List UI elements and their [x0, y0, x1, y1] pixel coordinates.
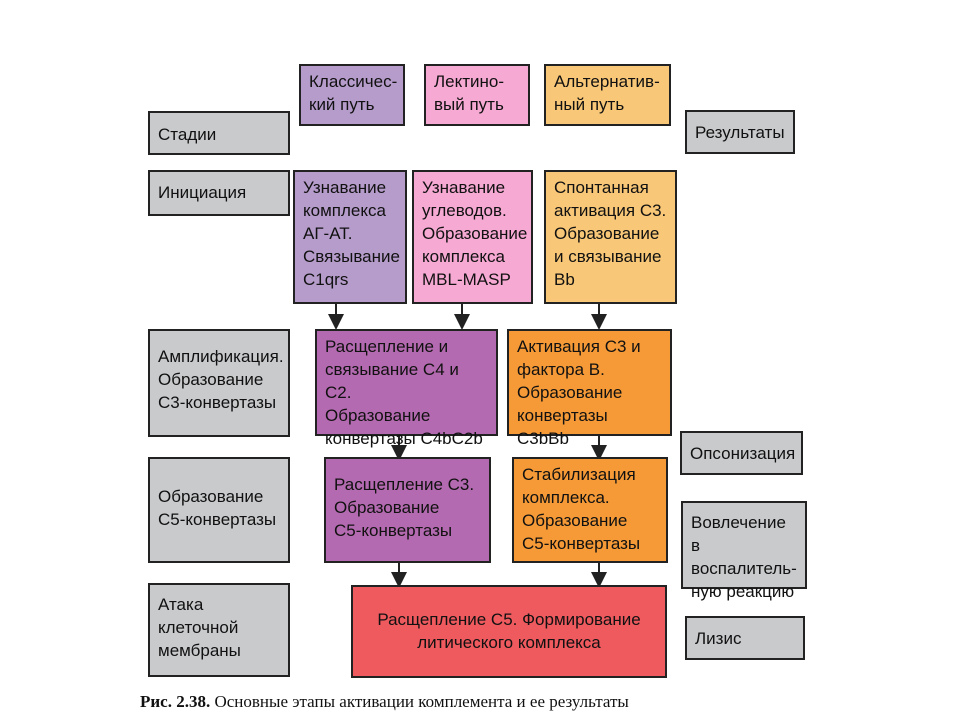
stage-c5-convertase: Образование С5-конвертазы [148, 457, 290, 563]
pathway-classical: Классичес- кий путь [299, 64, 405, 126]
stage-membrane-attack: Атака клеточной мембраны [148, 583, 290, 677]
step-c3-factor-b-activation: Активация С3 и фактора В. Образование ко… [507, 329, 672, 448]
step-c4c2-cleavage: Расщепление и связывание С4 и С2. Образо… [315, 329, 498, 448]
figure-caption-label: Рис. 2.38. [140, 692, 211, 711]
pathway-lectin: Лектино- вый путь [424, 64, 530, 126]
stage-amplification: Амплификация. Образование С3-конвертазы [148, 329, 290, 437]
step-c5-cleavage: Расщепление С5. Формирование литического… [351, 585, 667, 678]
stage-initiation: Инициация [148, 170, 290, 216]
step-alternative-initiation: Спонтанная активация С3. Образование и с… [544, 170, 677, 304]
pathway-alternative: Альтернатив- ный путь [544, 64, 671, 126]
results-header: Результаты [685, 110, 795, 154]
step-classical-initiation: Узнавание комплекса АГ-АТ. Связывание С1… [293, 170, 407, 304]
step-lectin-initiation: Узнавание углеводов. Образование комплек… [412, 170, 533, 304]
result-lysis: Лизис [685, 616, 805, 660]
step-stabilization: Стабилизация комплекса. Образование С5-к… [512, 457, 668, 563]
figure-caption-text: Основные этапы активации комплемента и е… [210, 692, 629, 711]
stages-header: Стадии [148, 111, 290, 155]
step-c3-cleavage: Расщепление С3. Образование С5-конвертаз… [324, 457, 491, 563]
figure-caption: Рис. 2.38. Основные этапы активации комп… [140, 692, 629, 712]
result-opsonization: Опсонизация [680, 431, 803, 475]
result-inflammation: Вовлечение в воспалитель- ную реакцию [681, 501, 807, 601]
